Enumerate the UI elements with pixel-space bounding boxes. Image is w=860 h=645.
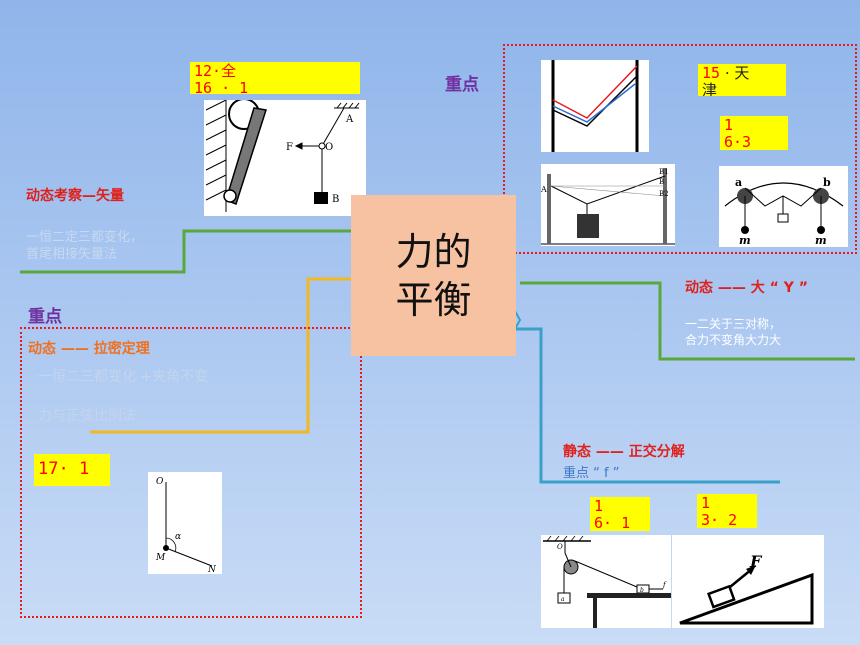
teal-branch-right xyxy=(500,327,780,484)
fig5-label-b: b xyxy=(640,587,644,594)
right-bottom-note: 重点 “ f ” xyxy=(563,466,620,481)
figure-v-rope xyxy=(541,60,649,152)
figure-pulley-table: O a b f xyxy=(541,535,671,628)
ref-tag-17-1: 17· 1 xyxy=(34,454,110,486)
left-top-heading: 动态考察—矢量 xyxy=(26,188,124,204)
right-mid-note: 一二关于三对称， 合力不变角大力大 xyxy=(685,317,782,347)
figure-arc-pulleys-svg: a b m m xyxy=(724,176,844,247)
right-top-dashed-frame xyxy=(503,44,857,254)
fig2-label-b2: B2 xyxy=(659,190,669,198)
ref-tag-13-2: 1 3· 2 xyxy=(697,494,757,528)
green-branch-left xyxy=(20,229,355,274)
right-mid-heading: 动态 —— 大 “ Y ” xyxy=(685,280,808,296)
fig2-label-a: A xyxy=(541,185,547,194)
ref-tag-16-1: 1 6· 1 xyxy=(590,497,650,531)
teal-branch-stub xyxy=(514,310,522,330)
figure-pulley-table-svg: O a b f xyxy=(543,535,671,628)
figure-clothesline-svg: A B1 B B2 xyxy=(540,168,675,245)
fig3-label-m1: m xyxy=(739,234,751,247)
fig6-label-f: F xyxy=(749,552,763,571)
yellow-branch-left xyxy=(90,277,353,434)
ref-tag-15-tianjin: 15 · 天 津 xyxy=(698,64,786,96)
ref-tag-12-16: 12·全 16 · 1 xyxy=(190,62,360,94)
figure-arc-pulleys: a b m m xyxy=(719,166,848,247)
fig4-label-n: N xyxy=(207,565,217,574)
figure-angle-omn-svg: O M N α xyxy=(155,477,217,575)
left-bottom-line1: 一恒二三都变化 +夹角不变 xyxy=(38,369,209,385)
left-bottom-key-tag: 重点 xyxy=(28,307,62,327)
left-top-note: 一恒二定三都变化， 首尾相接矢量法 xyxy=(26,230,144,262)
figure-incline-block-svg: F xyxy=(679,552,814,625)
fig3-label-m2: m xyxy=(815,234,827,247)
left-bottom-heading: 动态 —— 拉密定理 xyxy=(28,341,150,357)
ref-tag-16-3: 1 6·3 xyxy=(720,116,788,150)
fig5-label-a: a xyxy=(561,596,565,603)
figure-clothesline: A B1 B B2 xyxy=(540,164,675,246)
ref-tag-15-text: · 天 津 xyxy=(702,64,750,97)
left-bottom-line2: 力与正弦比例法 xyxy=(38,408,136,424)
figure-incline-block: F xyxy=(672,535,824,628)
fig3-label-a: a xyxy=(735,176,742,189)
right-top-key-tag: 重点 xyxy=(445,75,479,95)
figure-v-rope-svg xyxy=(551,60,639,152)
fig3-label-b: b xyxy=(823,176,831,189)
fig4-label-alpha: α xyxy=(175,532,181,542)
center-topic-title: 力的 平衡 xyxy=(351,195,516,356)
figure-pendulum-wall: A O F B xyxy=(204,98,366,216)
center-topic-text: 力的 平衡 xyxy=(395,229,472,322)
figure-pendulum-wall-svg: A O F B xyxy=(204,98,360,212)
fig4-label-o: O xyxy=(156,477,164,487)
left-bottom-dashed-frame xyxy=(20,327,362,618)
fig5-label-o: O xyxy=(557,543,563,551)
fig5-label-f: f xyxy=(662,581,667,589)
fig1-label-b: B xyxy=(332,194,339,205)
figure-angle-omn: O M N α xyxy=(148,472,222,575)
fig2-label-b: B xyxy=(659,178,664,186)
fig4-label-m: M xyxy=(155,553,166,563)
green-branch-right xyxy=(520,281,855,361)
ref-tag-15-num: 15 xyxy=(702,64,721,82)
fig1-label-a: A xyxy=(345,114,354,125)
fig2-label-b1: B1 xyxy=(659,168,669,176)
fig1-label-f: F xyxy=(286,142,293,153)
right-bottom-heading: 静态 —— 正交分解 xyxy=(563,444,685,460)
fig1-label-o: O xyxy=(325,142,333,153)
